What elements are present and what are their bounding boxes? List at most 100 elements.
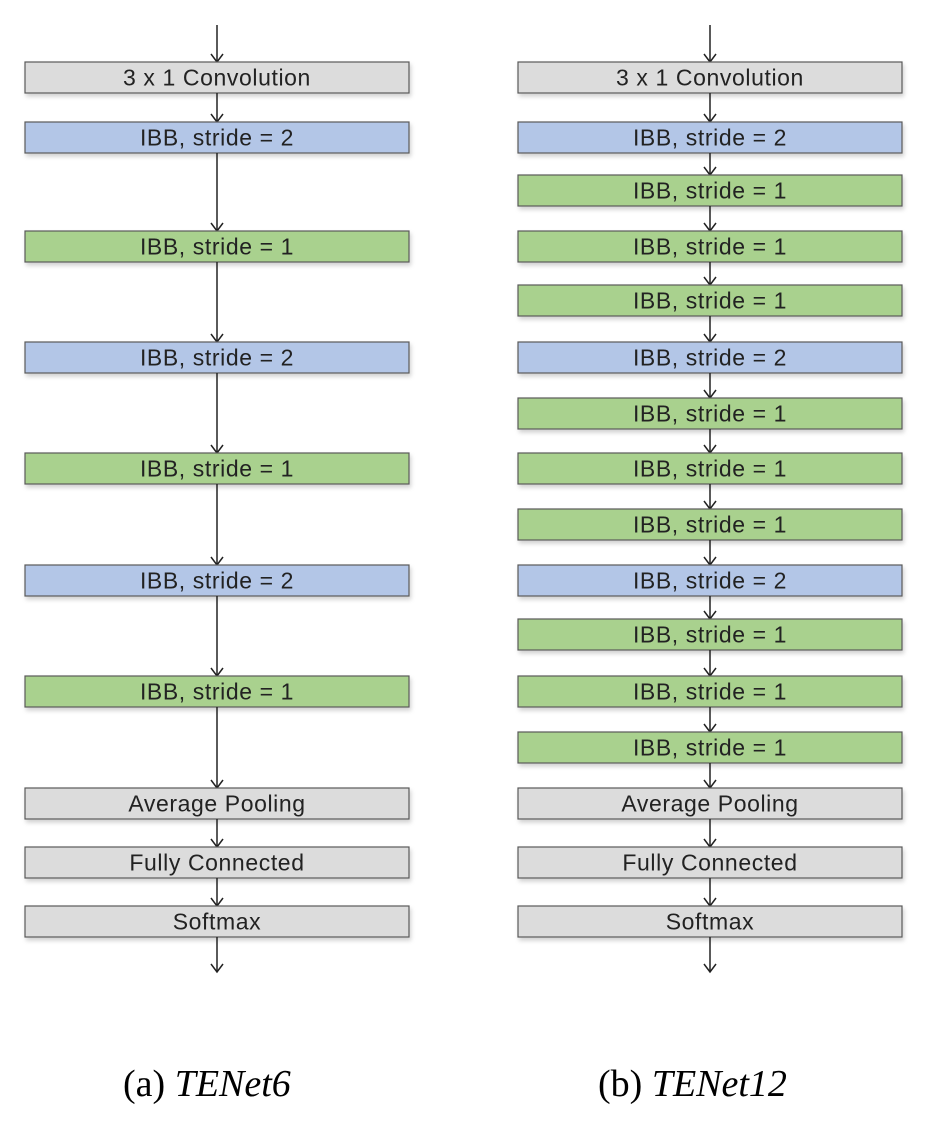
layer-box — [517, 905, 903, 938]
layer-box — [517, 230, 903, 263]
layer-label: IBB, stride = 1 — [633, 288, 787, 314]
layer-box — [517, 618, 903, 651]
layer-box — [24, 846, 410, 879]
output-arrow — [703, 937, 717, 974]
flow-arrow — [210, 153, 224, 233]
flow-arrow — [210, 93, 224, 124]
layer-box — [24, 341, 410, 374]
layer-block: IBB, stride = 1 — [517, 397, 903, 430]
layer-block: IBB, stride = 1 — [24, 675, 410, 708]
layer-label: IBB, stride = 1 — [633, 456, 787, 482]
layer-box — [517, 284, 903, 317]
layer-box — [517, 675, 903, 708]
layer-block: IBB, stride = 2 — [24, 121, 410, 154]
layer-box — [517, 61, 903, 94]
layer-block: Fully Connected — [24, 846, 410, 879]
layer-block: IBB, stride = 2 — [24, 341, 410, 374]
flow-arrow — [703, 484, 717, 511]
layer-label: 3 x 1 Convolution — [616, 65, 804, 91]
layer-block: Average Pooling — [24, 787, 410, 820]
layer-label: Fully Connected — [622, 850, 797, 876]
layer-block: IBB, stride = 1 — [517, 675, 903, 708]
layer-block: IBB, stride = 1 — [517, 618, 903, 651]
layer-box — [517, 397, 903, 430]
layer-block: IBB, stride = 2 — [517, 564, 903, 597]
layer-block: 3 x 1 Convolution — [24, 61, 410, 94]
layer-block: IBB, stride = 1 — [517, 174, 903, 207]
flow-arrow — [210, 596, 224, 678]
layer-box — [517, 452, 903, 485]
layer-label: IBB, stride = 2 — [633, 345, 787, 371]
layer-block: IBB, stride = 2 — [24, 564, 410, 597]
layer-block: Softmax — [517, 905, 903, 938]
layer-label: Average Pooling — [128, 791, 305, 817]
input-arrow — [703, 25, 717, 64]
layer-block: 3 x 1 Convolution — [517, 61, 903, 94]
flow-arrow — [703, 763, 717, 790]
layer-block: IBB, stride = 1 — [517, 452, 903, 485]
flow-arrow — [703, 878, 717, 908]
layer-block: IBB, stride = 2 — [517, 121, 903, 154]
layer-box — [517, 787, 903, 820]
caption-a-name: TENet6 — [174, 1063, 291, 1105]
layer-block: IBB, stride = 1 — [517, 731, 903, 764]
flow-arrow — [210, 878, 224, 908]
layer-label: Fully Connected — [129, 850, 304, 876]
layer-box — [24, 905, 410, 938]
output-arrow — [210, 937, 224, 974]
layer-label: IBB, stride = 1 — [633, 178, 787, 204]
layer-box — [24, 787, 410, 820]
caption-a-prefix: (a) — [123, 1063, 166, 1105]
layer-block: IBB, stride = 1 — [517, 508, 903, 541]
layer-block: Average Pooling — [517, 787, 903, 820]
flow-arrow — [703, 316, 717, 344]
layer-box — [517, 846, 903, 879]
layer-label: IBB, stride = 1 — [633, 622, 787, 648]
flow-arrow — [703, 206, 717, 233]
layer-block: IBB, stride = 1 — [517, 230, 903, 263]
flow-arrow — [703, 819, 717, 849]
layer-label: 3 x 1 Convolution — [123, 65, 311, 91]
caption-a: (a) TENet6 — [123, 1062, 291, 1106]
flow-arrow — [210, 484, 224, 567]
layer-box — [517, 564, 903, 597]
layer-block: IBB, stride = 2 — [517, 341, 903, 374]
layer-label: IBB, stride = 1 — [633, 735, 787, 761]
flow-arrow — [703, 373, 717, 400]
layer-label: Average Pooling — [621, 791, 798, 817]
flow-arrow — [703, 429, 717, 455]
layer-label: IBB, stride = 1 — [140, 456, 294, 482]
flow-arrow — [703, 540, 717, 567]
caption-b-name: TENet12 — [651, 1063, 787, 1105]
flow-arrow — [210, 819, 224, 849]
layer-block: IBB, stride = 1 — [24, 230, 410, 263]
flow-arrow — [703, 707, 717, 734]
flow-arrow — [703, 650, 717, 678]
layer-block: IBB, stride = 1 — [517, 284, 903, 317]
layer-label: IBB, stride = 2 — [140, 568, 294, 594]
flow-arrow — [210, 707, 224, 790]
layer-label: IBB, stride = 2 — [633, 125, 787, 151]
layer-label: IBB, stride = 2 — [140, 125, 294, 151]
layer-box — [517, 341, 903, 374]
layer-box — [24, 121, 410, 154]
layer-box — [24, 564, 410, 597]
input-arrow — [210, 25, 224, 64]
flow-arrow — [703, 596, 717, 621]
flow-arrow — [703, 262, 717, 287]
layer-label: Softmax — [666, 909, 755, 935]
layer-label: IBB, stride = 1 — [140, 234, 294, 260]
layer-label: IBB, stride = 1 — [633, 401, 787, 427]
flow-arrow — [703, 153, 717, 177]
flow-arrow — [210, 373, 224, 455]
layer-label: IBB, stride = 2 — [140, 345, 294, 371]
caption-b: (b) TENet12 — [598, 1062, 787, 1106]
layer-box — [24, 675, 410, 708]
layer-label: IBB, stride = 2 — [633, 568, 787, 594]
layer-label: IBB, stride = 1 — [633, 679, 787, 705]
layer-label: IBB, stride = 1 — [633, 234, 787, 260]
flow-arrow — [703, 93, 717, 124]
layer-label: Softmax — [173, 909, 262, 935]
